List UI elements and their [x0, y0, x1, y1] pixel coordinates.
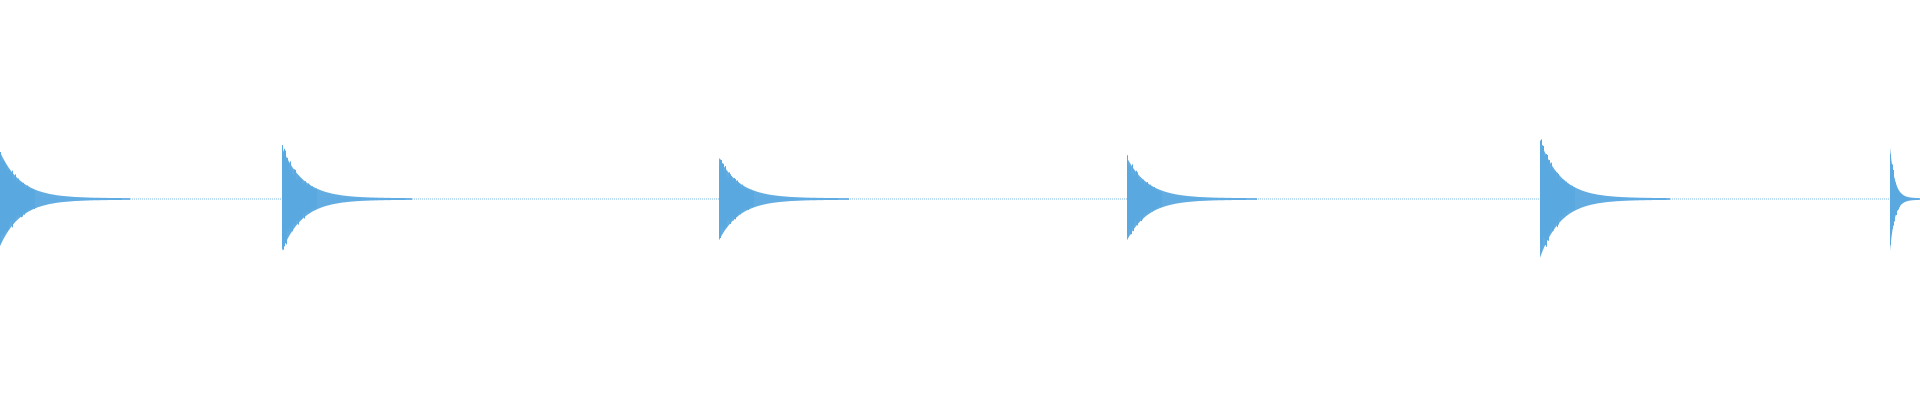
waveform-samples	[1540, 139, 1575, 253]
waveform-envelope	[0, 151, 130, 247]
waveform-transients	[0, 139, 1920, 258]
waveform-transient	[1127, 155, 1257, 241]
waveform-envelope	[282, 147, 412, 251]
waveform-envelope	[719, 157, 849, 241]
waveform-samples	[1890, 154, 1920, 246]
waveform-envelope	[1127, 157, 1257, 241]
waveform-transient	[1540, 139, 1670, 258]
waveform-transient	[1890, 147, 1920, 251]
waveform-transient	[0, 151, 130, 247]
waveform-transient	[282, 145, 412, 251]
waveform-samples	[0, 151, 35, 243]
waveform-samples	[1127, 155, 1162, 237]
waveform-samples	[282, 145, 317, 250]
waveform-samples	[719, 159, 754, 239]
waveform-envelope	[1540, 140, 1670, 258]
waveform-transient	[719, 157, 849, 241]
